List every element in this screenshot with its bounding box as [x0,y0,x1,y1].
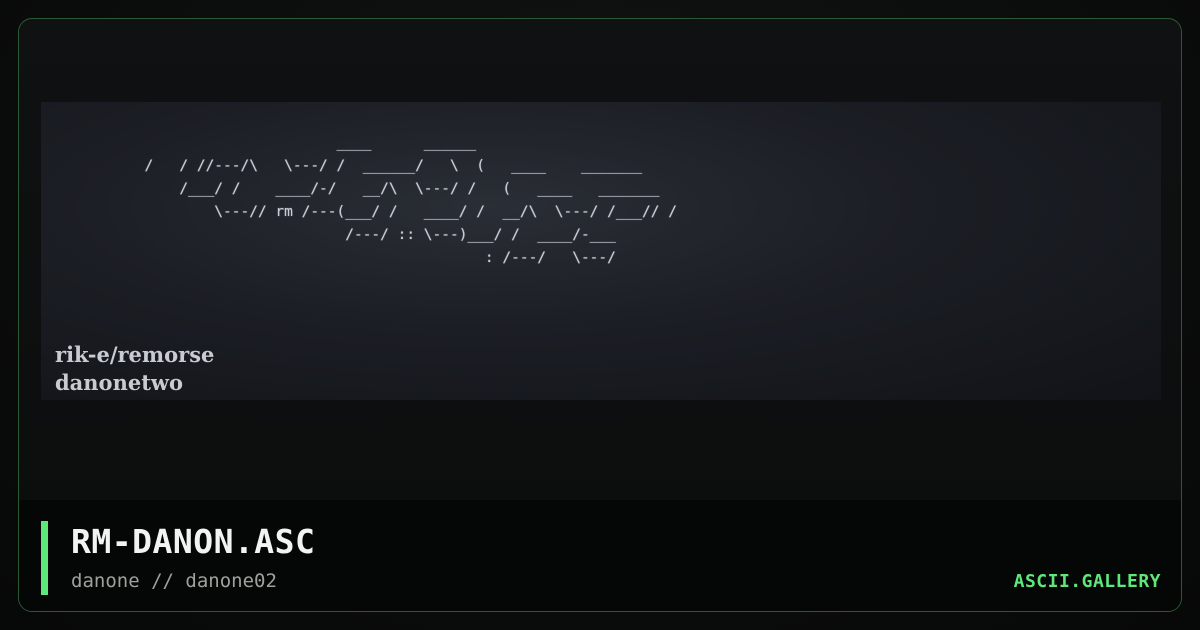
site-brand-link[interactable]: ASCII.GALLERY [1013,571,1161,592]
artwork-preview[interactable]: ____ ______ / / //---/\ \---/ / ______/ … [41,102,1161,400]
artwork-authors: danone // danone02 [71,570,277,592]
ascii-art: ____ ______ / / //---/\ \---/ / ______/ … [144,135,677,266]
artwork-credit-group: rik-e/remorse [55,342,215,367]
artwork-credit-author: danonetwo [55,370,183,395]
artwork-title: RM-DANON.ASC [71,522,316,561]
card-footer: RM-DANON.ASC danone // danone02 ASCII.GA… [19,500,1181,611]
card-frame: ____ ______ / / //---/\ \---/ / ______/ … [18,18,1182,612]
accent-bar [41,521,48,595]
